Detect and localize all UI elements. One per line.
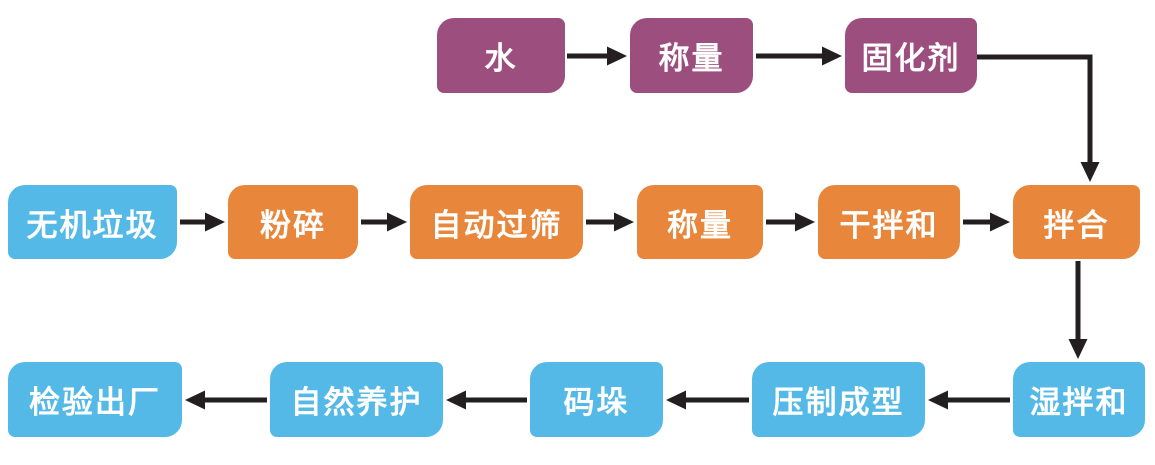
arrow-blend-to-wet-mix [1068,261,1088,359]
node-weigh-mid: 称量 [637,185,763,259]
arrow-inorganic-waste-to-crush [180,212,225,232]
arrow-natural-curing-to-inspect-ship [185,390,267,410]
node-curing-agent: 固化剂 [845,18,977,93]
arrow-wet-mix-to-press-form [928,390,1010,410]
node-stack: 码垛 [530,362,663,437]
node-crush: 粉碎 [228,185,358,259]
arrow-weigh-top-to-curing-agent [756,46,842,66]
node-inspect-ship: 检验出厂 [8,362,182,437]
arrow-dry-mix-to-blend [963,212,1010,232]
node-water: 水 [437,18,565,93]
node-dry-mix: 干拌和 [818,185,960,259]
node-press-form: 压制成型 [752,362,925,437]
node-weigh-top: 称量 [630,18,753,93]
arrow-crush-to-auto-sieve [361,212,407,232]
arrow-auto-sieve-to-weigh-mid [586,212,634,232]
node-wet-mix: 湿拌和 [1013,362,1145,437]
arrow-stack-to-natural-curing [446,390,527,410]
node-auto-sieve: 自动过筛 [410,185,583,259]
arrow-curing-agent-to-blend [977,54,1100,182]
arrow-press-form-to-stack [666,390,749,410]
node-blend: 拌合 [1013,185,1140,259]
arrow-water-to-weigh-top [567,46,627,66]
node-natural-curing: 自然养护 [270,362,443,437]
arrow-weigh-mid-to-dry-mix [766,212,815,232]
node-inorganic-waste: 无机垃圾 [8,185,177,259]
